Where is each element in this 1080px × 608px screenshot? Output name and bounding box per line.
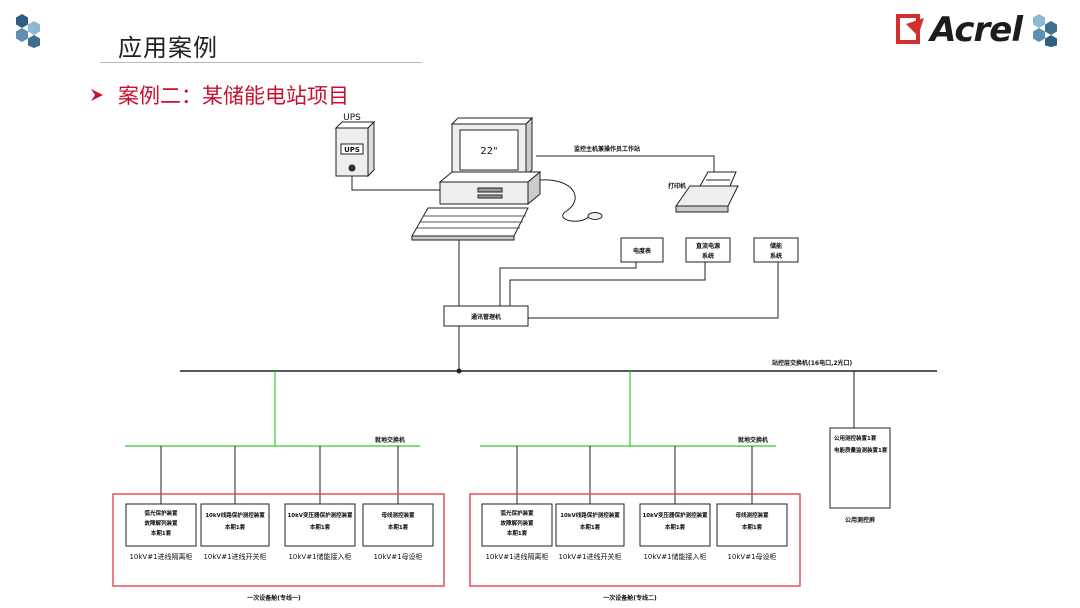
device-2-4-line-1: 母线测控装置 [735, 511, 769, 519]
device-2-1-caption: 10kV#1进线隔离柜 [485, 552, 548, 561]
bay-switch-label-1: 就地交换机 [375, 436, 405, 444]
equipment-frame-2 [469, 493, 801, 587]
keyboard-icon [411, 207, 529, 241]
brand-mark-icon [896, 14, 925, 44]
slide-title: 应用案例 [118, 34, 218, 62]
device-1-4-line-2: 本期1套 [388, 523, 409, 531]
ups-label: UPS [343, 113, 361, 123]
device-1-1-line-1: 弧光保护装置 [144, 509, 178, 517]
comm-manager-label: 通讯管理机 [471, 313, 501, 321]
workstation-label: 监控主机兼操作员工作站 [574, 145, 640, 153]
device-1-1-line-2: 故障解列装置 [144, 519, 178, 527]
device-1-3-line-1: 10kV变压器保护测控装置 [287, 511, 353, 519]
subtitle-text: 案例二：某储能电站项目 [118, 84, 349, 108]
device-2-2-line-1: 10kV线路保护测控装置 [560, 511, 620, 519]
group-label-2: 一次设备舱(专线二) [603, 594, 657, 602]
device-2-2-caption: 10kV#1进线开关柜 [558, 552, 621, 561]
ups-icon [334, 120, 376, 178]
public-cabinet-label: 公用测控屏 [845, 516, 875, 524]
device-2-4-line-2: 本期1套 [742, 523, 763, 531]
public-box-line-2: 电能质量监测装置1套 [834, 446, 888, 454]
device-1-2-caption: 10kV#1进线开关柜 [203, 552, 266, 561]
printer-label: 打印机 [668, 182, 686, 190]
brand-name: Acrel [930, 10, 1023, 50]
hexagon-cluster-icon [16, 14, 40, 48]
device-1-1-caption: 10kV#1进线隔离柜 [129, 552, 192, 561]
equipment-frame-1 [112, 493, 445, 587]
brand-logo: Acrel [896, 10, 1064, 50]
device-1-2-line-2: 本期1套 [225, 523, 246, 531]
device-group-1: 弧光保护装置 故障解列装置 本期1套 10kV#1进线隔离柜 10kV线路保护测… [129, 509, 422, 561]
meter-box-label: 电度表 [633, 247, 652, 255]
device-1-4-line-1: 母线测控装置 [381, 511, 415, 519]
device-1-4-caption: 10kV#1母设柜 [373, 552, 422, 561]
printer-icon [675, 171, 739, 213]
computer-icon [438, 170, 542, 206]
device-2-1-line-1: 弧光保护装置 [500, 509, 534, 517]
dc-box-line-1: 直流电源 [696, 242, 720, 250]
public-box-line-1: 公用测控装置1套 [834, 434, 877, 442]
dc-box-line-2: 系统 [702, 252, 714, 260]
device-1-3-caption: 10kV#1储能接入柜 [288, 552, 351, 561]
device-1-2-line-1: 10kV线路保护测控装置 [205, 511, 265, 519]
bay-switch-label-2: 就地交换机 [738, 436, 768, 444]
hexagon-cluster-icon [1033, 14, 1057, 47]
device-2-4-caption: 10kV#1母设柜 [727, 552, 776, 561]
storage-box-line-1: 储能 [769, 242, 782, 250]
monitor-size-label: 22" [480, 146, 497, 157]
title-divider [100, 62, 422, 63]
group-label-1: 一次设备舱(专线一) [247, 594, 301, 602]
device-2-1-line-2: 故障解列装置 [500, 519, 534, 527]
monitor-icon [450, 116, 534, 183]
device-group-2: 弧光保护装置 故障解列装置 本期1套 10kV#1进线隔离柜 10kV线路保护测… [485, 509, 776, 561]
device-1-1-line-3: 本期1套 [151, 529, 172, 537]
device-2-1-line-3: 本期1套 [507, 529, 528, 537]
subtitle: 案例二：某储能电站项目 [90, 80, 349, 110]
station-switch-label: 站控层交换机(16电口,2光口) [772, 359, 853, 367]
device-2-2-line-2: 本期1套 [580, 523, 601, 531]
device-2-3-caption: 10kV#1储能接入柜 [643, 552, 706, 561]
ups-tag: UPS [344, 146, 360, 154]
storage-box-line-2: 系统 [770, 252, 782, 260]
arrow-bullet-icon [91, 89, 103, 101]
device-2-3-line-1: 10kV变压器保护测控装置 [642, 511, 708, 519]
device-1-3-line-2: 本期1套 [310, 523, 331, 531]
device-2-3-line-2: 本期1套 [665, 523, 686, 531]
